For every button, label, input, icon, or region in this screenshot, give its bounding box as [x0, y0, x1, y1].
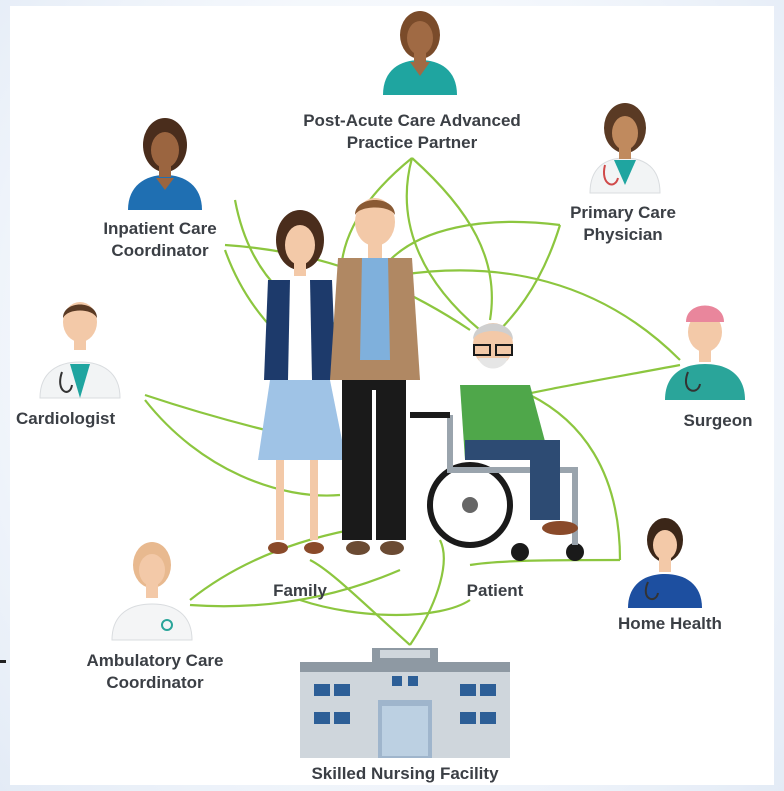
- label-family-line1: Family: [273, 581, 327, 600]
- label-ambulatory-line2: Coordinator: [106, 673, 204, 692]
- label-snf-line1: Skilled Nursing Facility: [311, 764, 499, 783]
- surgeon-person-icon: [665, 305, 745, 400]
- family-man-icon: [330, 198, 420, 555]
- label-cardiologist-line1: Cardiologist: [16, 409, 116, 428]
- label-cardiologist: Cardiologist: [16, 408, 146, 430]
- connector-ambulatory-low: [189, 568, 401, 608]
- label-primary-care-line1: Primary Care: [570, 203, 676, 222]
- label-inpatient-line2: Coordinator: [111, 241, 209, 260]
- edge-mark: [0, 660, 6, 663]
- label-post-acute-line2: Practice Partner: [346, 133, 478, 152]
- snf-building-icon: [300, 648, 510, 758]
- label-post-acute-line1: Post-Acute Care Advanced: [303, 111, 521, 130]
- inpatient-person-icon: [128, 118, 202, 210]
- connector-ambulatory: [189, 528, 351, 601]
- home-health-person-icon: [628, 518, 702, 608]
- patient-wheelchair-icon: [410, 323, 584, 561]
- label-patient: Patient: [440, 580, 550, 602]
- label-ambulatory-line1: Ambulatory Care: [86, 651, 224, 670]
- connector-snf-left: [309, 559, 411, 646]
- label-surgeon: Surgeon: [668, 410, 768, 432]
- label-snf: Skilled Nursing Facility: [280, 763, 530, 785]
- post-acute-person-icon: [383, 11, 457, 95]
- label-inpatient-line1: Inpatient Care: [103, 219, 217, 238]
- connector-surgeon: [399, 269, 681, 361]
- ambulatory-person-icon: [111, 542, 193, 641]
- primary-care-person-icon: [589, 103, 661, 194]
- label-home-health: Home Health: [600, 613, 740, 635]
- label-primary-care: Primary Care Physician: [548, 202, 698, 246]
- connector-primary-care: [389, 220, 561, 261]
- connector-post-acute-right: [411, 157, 493, 321]
- connector-snf-right: [409, 539, 445, 646]
- connector-home-health: [529, 394, 622, 561]
- family-woman-icon: [258, 210, 346, 554]
- connector-post-acute-center: [405, 157, 481, 331]
- label-post-acute: Post-Acute Care Advanced Practice Partne…: [272, 110, 552, 154]
- label-primary-care-line2: Physician: [583, 225, 663, 244]
- label-family: Family: [250, 580, 350, 602]
- label-surgeon-line1: Surgeon: [683, 411, 753, 430]
- connector-home-health-low: [469, 558, 621, 567]
- label-home-health-line1: Home Health: [618, 614, 722, 633]
- label-patient-line1: Patient: [466, 581, 524, 600]
- connector-family-patient: [299, 598, 471, 617]
- label-ambulatory: Ambulatory Care Coordinator: [60, 650, 250, 694]
- cardiologist-person-icon: [39, 302, 121, 399]
- label-inpatient: Inpatient Care Coordinator: [75, 218, 245, 262]
